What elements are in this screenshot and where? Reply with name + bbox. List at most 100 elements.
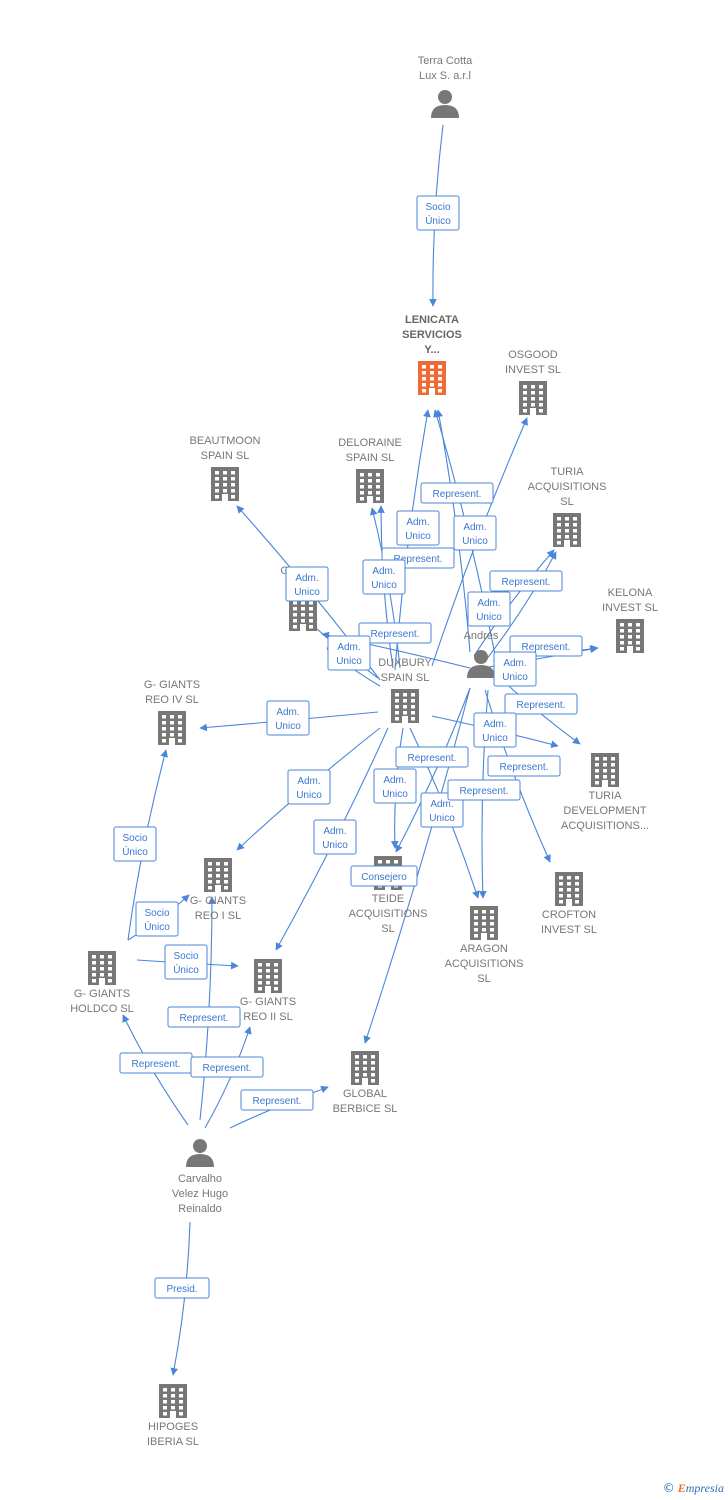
edge-label[interactable]: Adm.Unico (327, 635, 371, 671)
edge-label[interactable]: Adm.Unico (285, 566, 329, 602)
edge-label-text: Adm. (483, 719, 506, 730)
edge-andres-to-turia_acq (485, 551, 557, 661)
edge-label[interactable]: Represent. (447, 779, 521, 801)
edge-label-text: Represent. (408, 753, 457, 764)
node-lenicata[interactable]: LENICATASERVICIOSY... (402, 314, 462, 395)
node-label: REO I SL (195, 910, 241, 922)
edge-label-text: Adm. (477, 598, 500, 609)
edge-label-text: Adm. (337, 642, 360, 653)
edge-label[interactable]: Adm.Unico (266, 700, 310, 736)
edge-label-text: Adm. (463, 522, 486, 533)
edge-label-box (154, 1277, 210, 1299)
edge-label[interactable]: Adm.Unico (373, 768, 417, 804)
person-icon (186, 1139, 214, 1167)
edge-label-text: Unico (294, 587, 320, 598)
edge-label-text: Socio (425, 202, 450, 213)
node-label: TURIA (589, 790, 623, 802)
edge-label[interactable]: Represent. (119, 1052, 193, 1074)
edge-label[interactable]: Represent. (190, 1056, 264, 1078)
edge-label[interactable]: Adm.Unico (453, 515, 497, 551)
node-label: REO IV SL (145, 694, 199, 706)
brand-initial: E (677, 1481, 686, 1495)
edge-label[interactable]: Consejero (350, 865, 418, 887)
edge-label[interactable]: Represent. (504, 693, 578, 715)
edge-labels-layer: SocioÚnicoRepresent.Adm.UnicoAdm.UnicoRe… (113, 195, 583, 1299)
building-icon (351, 1051, 379, 1085)
edge-label-text: Adm. (372, 566, 395, 577)
edge-label[interactable]: Adm.Unico (313, 819, 357, 855)
edge-label-box (373, 768, 417, 804)
edge-label-text: Unico (371, 580, 397, 591)
edge-label[interactable]: Adm.Unico (287, 769, 331, 805)
edge-label-box (420, 792, 464, 828)
edge-label-text: Unico (429, 813, 455, 824)
edge-label-box (396, 510, 440, 546)
edge-andres-to-teide (395, 687, 471, 853)
node-label: Andres (464, 630, 499, 642)
edge-label[interactable]: Represent. (487, 755, 561, 777)
edge-label-text: Adm. (276, 707, 299, 718)
edge-label-text: Represent. (180, 1013, 229, 1024)
edge-label[interactable]: Adm. Unico (420, 792, 464, 828)
node-turia_dev[interactable]: TURIADEVELOPMENTACQUISITIONS... (561, 753, 649, 832)
edge-label[interactable]: Adm.Unico (473, 712, 517, 748)
edge-label-text: Presid. (166, 1284, 197, 1295)
edge-label-text: Adm. (503, 658, 526, 669)
node-label: ACQUISITIONS... (561, 820, 649, 832)
edge-andres-to-turia_acq (473, 549, 555, 657)
edge-label-box (327, 635, 371, 671)
node-label: BERBICE SL (333, 1103, 398, 1115)
edge-label-text: Represent. (517, 700, 566, 711)
node-label: SL (477, 973, 490, 985)
edge-label-box (416, 195, 460, 231)
person-icon (431, 90, 459, 118)
edge-label[interactable]: Adm. Unico (362, 559, 406, 595)
edge-label[interactable]: Represent. (489, 570, 563, 592)
edge-label-text: Adm. (430, 799, 453, 810)
edge-label[interactable]: Represent. (167, 1006, 241, 1028)
node-label: SPAIN SL (381, 672, 430, 684)
edge-label-text: Represent. (203, 1063, 252, 1074)
edge-label[interactable]: Presid. (154, 1277, 210, 1299)
edge-label-text: Represent. (371, 629, 420, 640)
edge-label-text: Unico (322, 840, 348, 851)
empresia-credit[interactable]: ©Empresia (663, 1481, 724, 1496)
edge-label[interactable]: Represent. (395, 746, 469, 768)
node-label: HOLDCO SL (70, 1003, 134, 1015)
edge-label[interactable]: Represent. (240, 1089, 314, 1111)
edge-label-text: Adm. (297, 776, 320, 787)
edge-label[interactable]: Represent. (358, 622, 432, 644)
building-icon (555, 872, 583, 906)
edge-label-text: Represent. (500, 762, 549, 773)
edge-label-box (395, 746, 469, 768)
edge-label[interactable]: Adm.Unico (467, 591, 511, 627)
edge-label[interactable]: Adm.Unico (493, 651, 537, 687)
node-label: TURIA (551, 466, 585, 478)
edge-label[interactable]: Represent. (420, 482, 494, 504)
edge-label-box (113, 826, 157, 862)
edge-label[interactable]: Adm.Unico (396, 510, 440, 546)
edge-label-box (493, 651, 537, 687)
edge-label[interactable]: Represent. (509, 635, 583, 657)
